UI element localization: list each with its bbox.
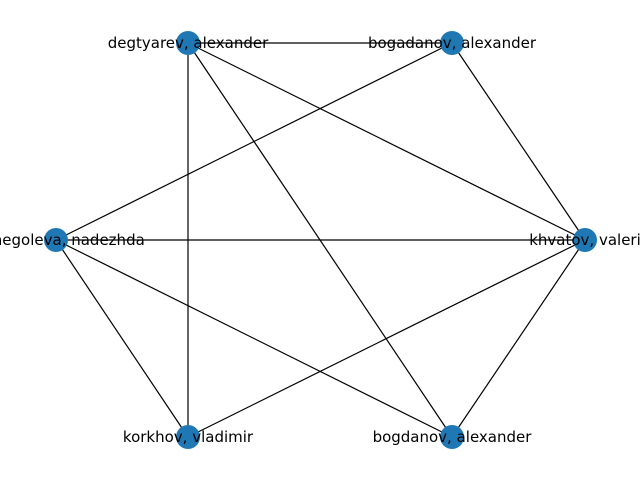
edge-n2-n0 — [187, 42, 586, 241]
edge-n0-n4 — [187, 239, 586, 438]
node-label-n5: bogdanov, alexander — [373, 428, 533, 446]
node-n5 — [440, 425, 464, 449]
node-n1 — [440, 31, 464, 55]
edge-n1-n3 — [55, 42, 453, 241]
node-label-n4: korkhov, vladimir — [123, 428, 254, 446]
edge-n0-n5 — [451, 239, 586, 438]
node-label-n1: bogadanov, alexander — [368, 34, 537, 52]
edge-n3-n5 — [55, 239, 453, 438]
node-n2 — [176, 31, 200, 55]
edge-n1-n0 — [451, 42, 586, 241]
edge-n3-n4 — [55, 239, 189, 438]
nodes-layer — [44, 31, 597, 449]
node-label-n0: khvatov, valeri — [529, 231, 640, 249]
node-n3 — [44, 228, 68, 252]
node-n4 — [176, 425, 200, 449]
node-label-n3: shchegoleva, nadezhda — [0, 231, 145, 249]
node-label-n2: degtyarev, alexander — [108, 34, 269, 52]
edges-layer — [55, 42, 586, 438]
labels-layer: khvatov, valeri bogadanov, alexander degty… — [0, 34, 640, 446]
node-n0 — [573, 228, 597, 252]
